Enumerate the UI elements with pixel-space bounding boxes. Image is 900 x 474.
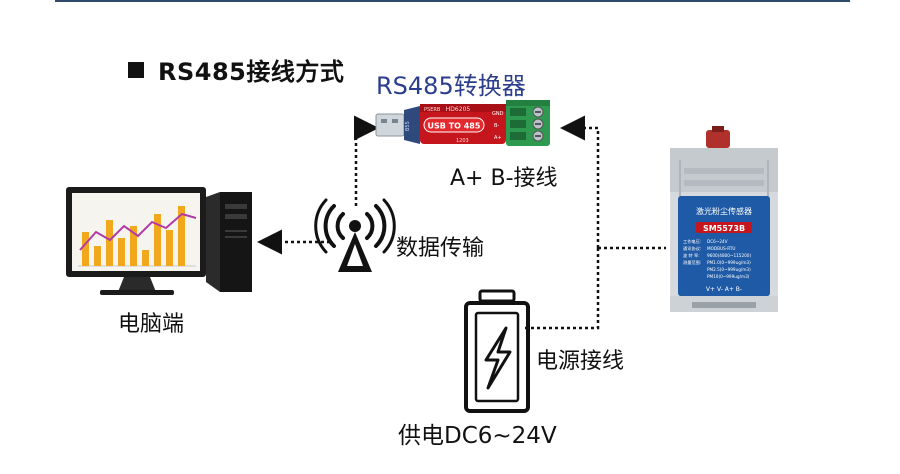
- sensor-spec-value: 9600(4800~115200): [707, 253, 751, 258]
- wiring-ab-label: A+ B-接线: [450, 166, 558, 191]
- pc-label: 电脑端: [118, 312, 185, 337]
- battery-to-line: [525, 248, 600, 330]
- heading-title: RS485接线方式: [158, 58, 345, 86]
- sensor-title: 激光粉尘传感器: [696, 206, 752, 216]
- sensor-spec-value: PM10(0~999ug/m3): [707, 274, 750, 279]
- data-transfer-label: 数据传输: [396, 236, 485, 261]
- pin-a-label: A+: [494, 135, 502, 141]
- sensor-to-converter-line: [560, 115, 600, 248]
- sensor-spec-key: 波 特 率:: [683, 252, 700, 259]
- converter-side-small: PSERB: [424, 107, 441, 113]
- converter-brand-side: B55: [405, 121, 411, 131]
- sensor-spec-key: 工作电压:: [683, 238, 701, 245]
- pin-b-label: B-: [494, 123, 499, 129]
- rs485-converter-icon: USB TO 485 HD6205 PSERB B55 1203 GND B- …: [375, 100, 550, 146]
- connection-lines: [257, 115, 666, 330]
- sensor-spec-list: 工作电压: DC6~24V 通讯协议: MODBUS-RTU 波 特 率: 96…: [683, 238, 751, 279]
- wireless-antenna-icon: [314, 198, 396, 272]
- converter-to-antenna-line: [354, 115, 379, 206]
- battery-icon: [464, 289, 530, 413]
- converter-body-label: USB TO 485: [428, 122, 481, 131]
- dust-sensor-icon: 激光粉尘传感器 SM5573B 工作电压: DC6~24V 通讯协议: MODB…: [670, 126, 778, 312]
- section-heading: RS485接线方式: [128, 52, 344, 87]
- sensor-spec-key: 通讯协议:: [683, 245, 701, 252]
- sensor-terminals: V+ V- A+ B-: [706, 286, 742, 293]
- lightning-bolt-icon: [484, 326, 512, 390]
- sensor-spec-value: PM2.5(0~999ug/m3): [707, 267, 751, 272]
- sensor-spec-value: PM1.0(0~999ug/m3): [707, 260, 751, 265]
- converter-model: HD6205: [446, 106, 471, 113]
- power-wiring-label: 电源接线: [536, 349, 625, 374]
- converter-title: RS485转换器: [376, 72, 526, 100]
- sensor-spec-value: DC6~24V: [707, 239, 728, 244]
- converter-bottom-small: 1203: [456, 138, 469, 144]
- sensor-model: SM5573B: [703, 224, 745, 233]
- power-supply-label: 供电DC6~24V: [398, 423, 557, 449]
- square-bullet-icon: [128, 61, 144, 78]
- pc-screen-chart-icon: [78, 206, 197, 267]
- sensor-spec-value: MODBUS-RTU: [707, 246, 735, 251]
- top-divider: [55, 0, 850, 2]
- pc-icon: [66, 187, 252, 295]
- sensor-spec-key: 测量范围:: [683, 259, 701, 266]
- pin-gnd-label: GND: [492, 111, 504, 117]
